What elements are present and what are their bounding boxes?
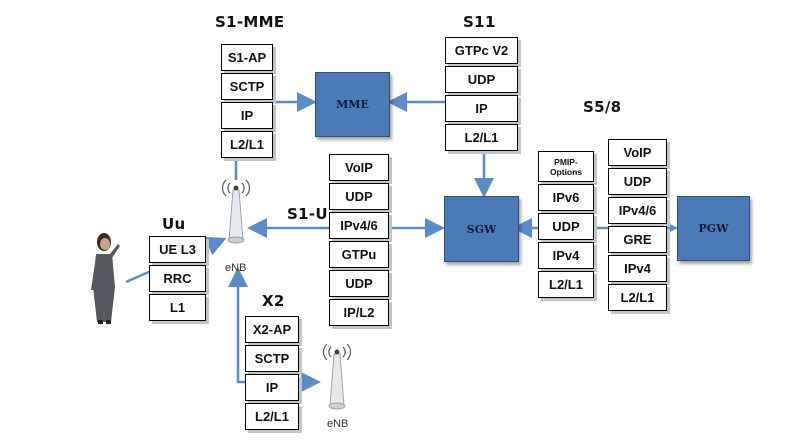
mme-node: MME [315, 72, 390, 137]
protocol-layer: GTPc V2 [445, 37, 518, 64]
pmip-protocol-stack: PMIP- Options IPv6 UDP IPv4 L2/L1 [538, 151, 594, 300]
x2-title: X2 [262, 292, 285, 310]
protocol-layer: L2/L1 [445, 124, 518, 151]
protocol-layer: IPv6 [538, 184, 594, 211]
protocol-layer: IP [245, 374, 299, 401]
gre-protocol-stack: VoIP UDP IPv4/6 GRE IPv4 L2/L1 [608, 139, 667, 313]
x2-protocol-stack: X2-AP SCTP IP L2/L1 [245, 316, 299, 432]
user-person-icon [91, 233, 120, 324]
pgw-node: PGW [677, 196, 750, 261]
enb-tower-icon [222, 179, 250, 244]
protocol-layer: UDP [445, 66, 518, 93]
enb-label: eNB [327, 418, 349, 430]
sgw-node: SGW [444, 196, 519, 262]
protocol-layer: UDP [329, 183, 389, 210]
protocol-layer: IP [221, 102, 273, 129]
s1mme-title: S1-MME [215, 13, 285, 31]
protocol-layer: IPv4/6 [608, 197, 667, 224]
protocol-layer: L1 [149, 294, 206, 321]
protocol-layer: PMIP- Options [538, 151, 594, 182]
protocol-layer: IPv4 [608, 255, 667, 282]
protocol-layer: L2/L1 [538, 271, 594, 298]
enb-label: eNB [225, 262, 247, 274]
protocol-layer: UE L3 [149, 236, 206, 263]
s1u-title: S1-U [287, 205, 328, 223]
protocol-layer: VoIP [608, 139, 667, 166]
s1u-protocol-stack: VoIP UDP IPv4/6 GTPu UDP IP/L2 [329, 154, 389, 328]
s1mme-protocol-stack: S1-AP SCTP IP L2/L1 [221, 44, 273, 160]
protocol-layer: SCTP [221, 73, 273, 100]
uu-title: Uu [162, 215, 186, 233]
s11-protocol-stack: GTPc V2 UDP IP L2/L1 [445, 37, 518, 153]
protocol-layer: IP/L2 [329, 299, 389, 326]
protocol-layer: S1-AP [221, 44, 273, 71]
enb-tower-icon [323, 343, 351, 410]
protocol-layer: L2/L1 [245, 403, 299, 430]
protocol-layer: L2/L1 [608, 284, 667, 311]
protocol-layer: IPv4 [538, 242, 594, 269]
protocol-layer: GRE [608, 226, 667, 253]
s11-title: S11 [463, 13, 496, 31]
protocol-layer: UDP [538, 213, 594, 240]
protocol-layer: GTPu [329, 241, 389, 268]
s58-title: S5/8 [583, 98, 622, 116]
protocol-layer: UDP [608, 168, 667, 195]
protocol-layer: L2/L1 [221, 131, 273, 158]
protocol-layer: IPv4/6 [329, 212, 389, 239]
protocol-layer: UDP [329, 270, 389, 297]
protocol-layer: X2-AP [245, 316, 299, 343]
protocol-layer: SCTP [245, 345, 299, 372]
protocol-layer: IP [445, 95, 518, 122]
protocol-layer: VoIP [329, 154, 389, 181]
uu-protocol-stack: UE L3 RRC L1 [149, 236, 206, 323]
protocol-layer: RRC [149, 265, 206, 292]
